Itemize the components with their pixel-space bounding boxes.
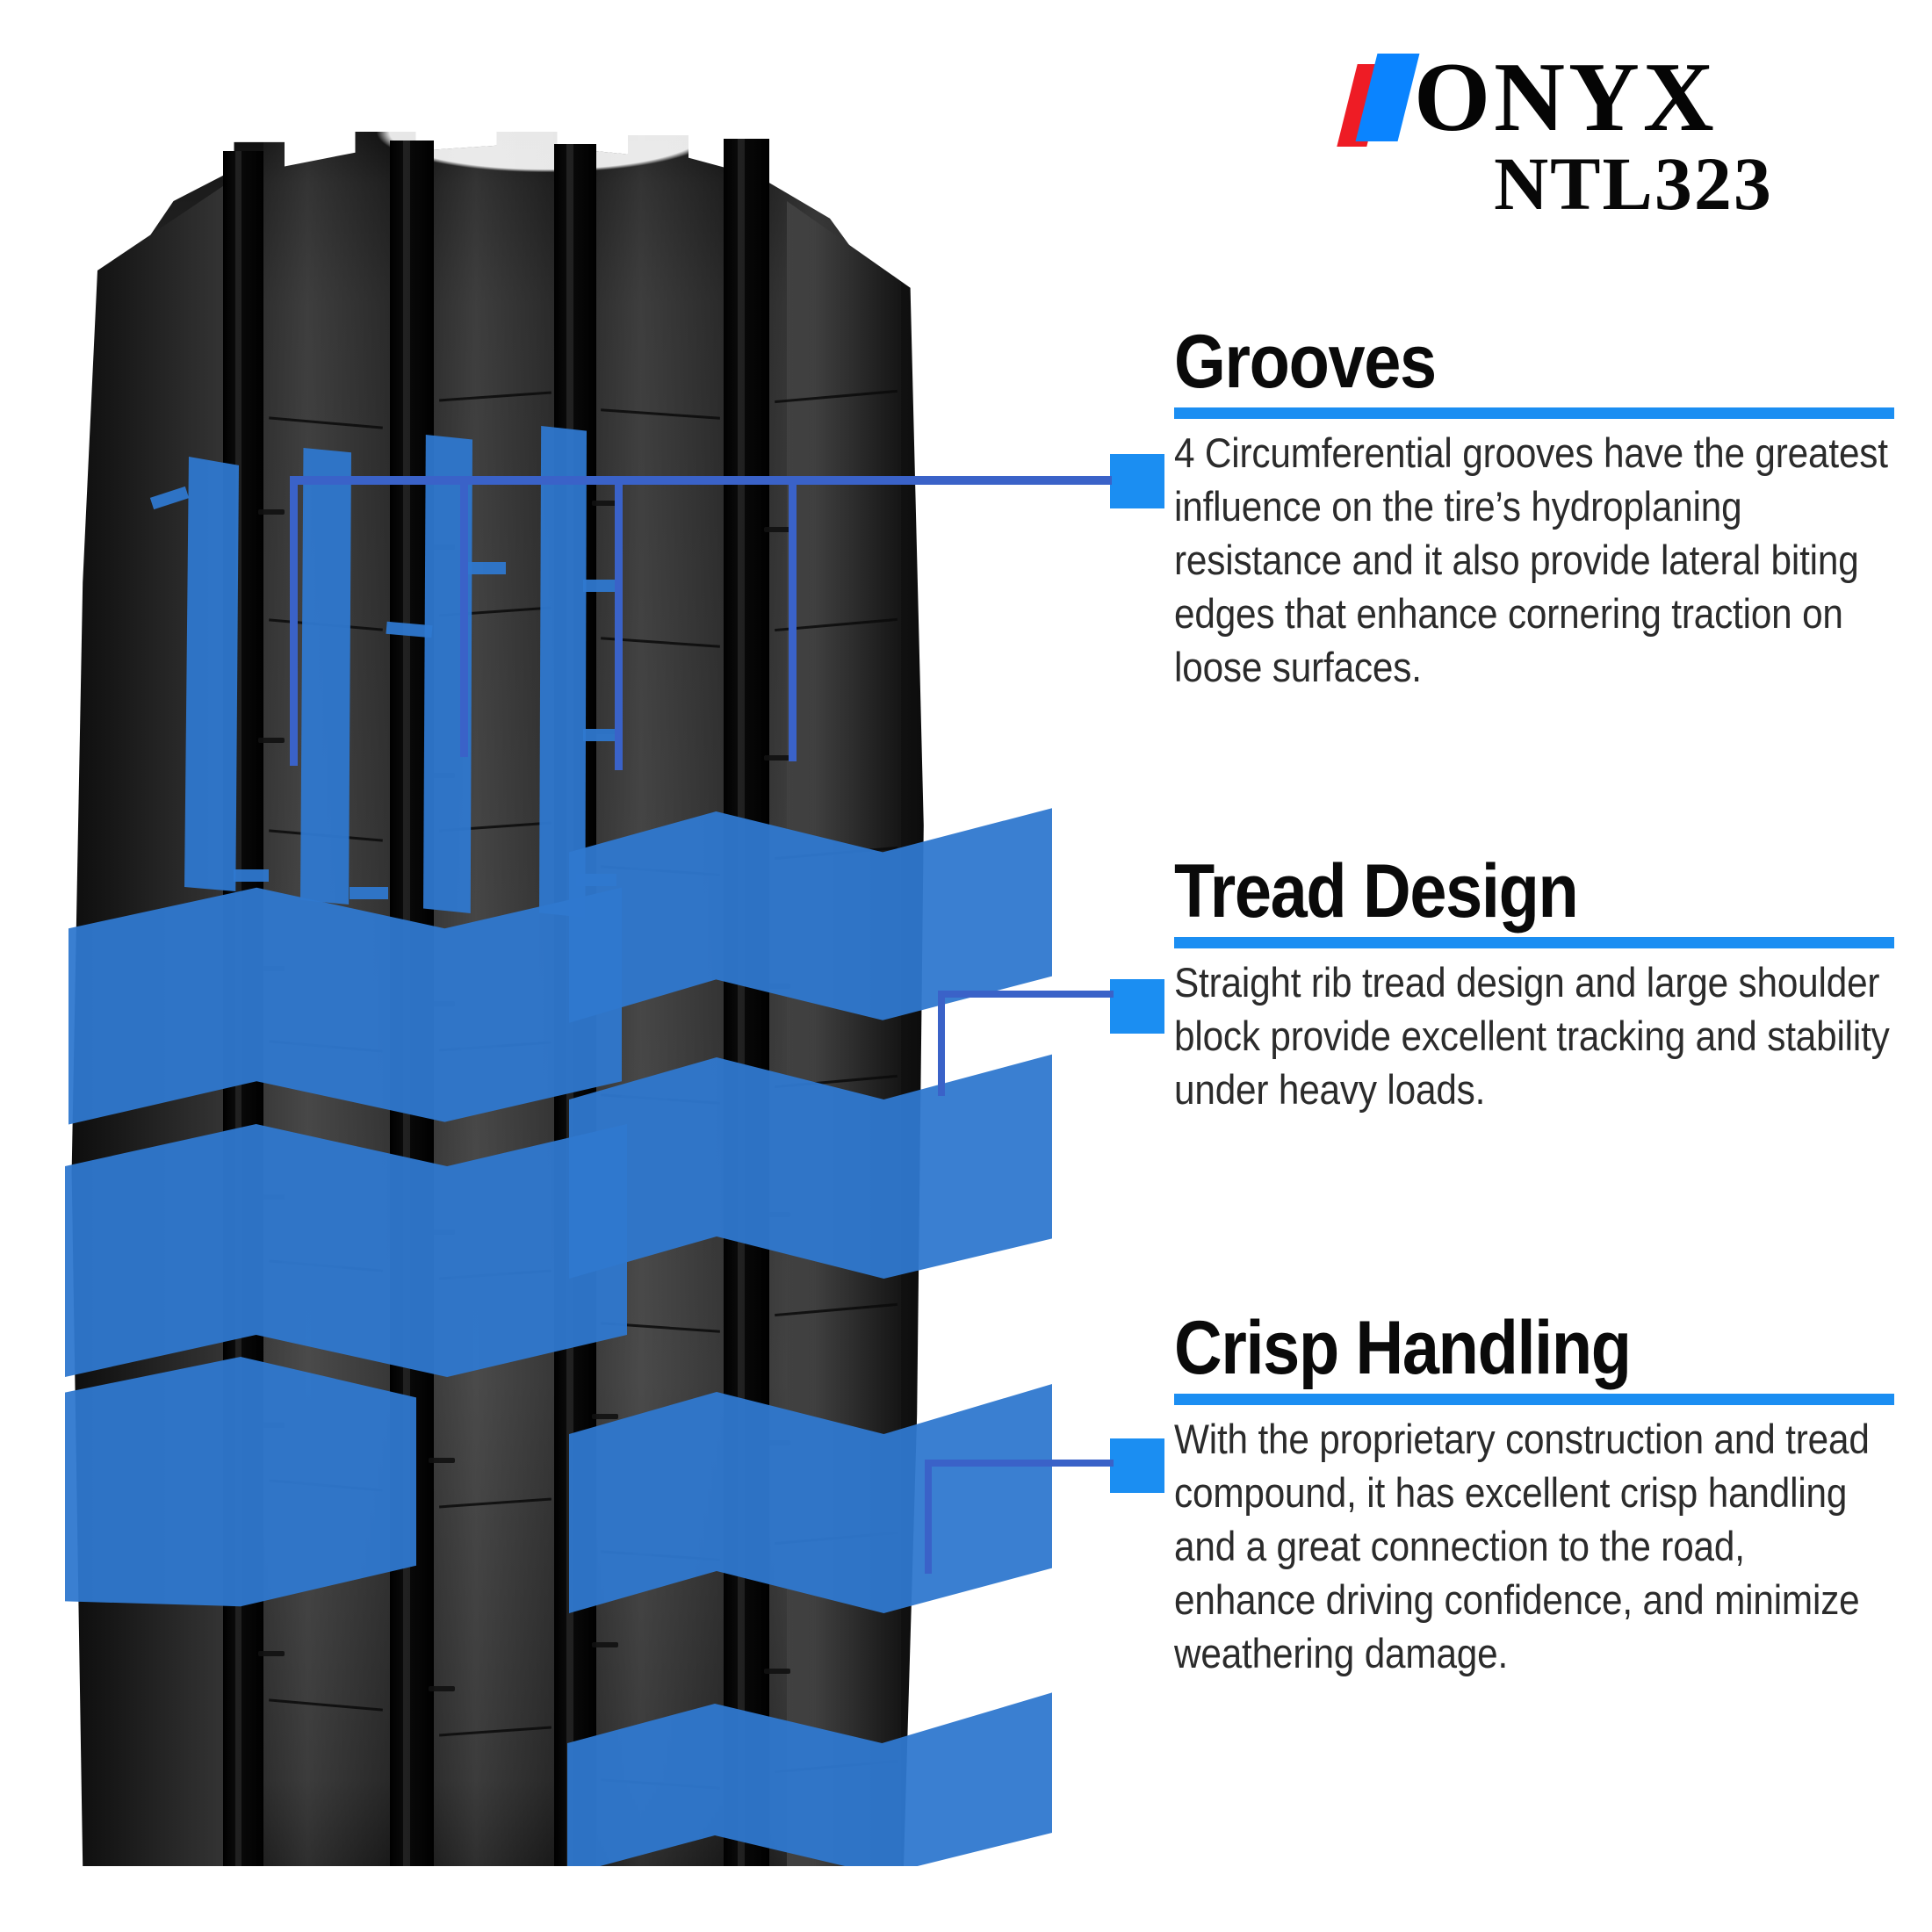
feature-body-grooves: 4 Circumferential grooves have the great… [1174, 429, 1888, 691]
heading-rule-tread-design [1174, 936, 1894, 948]
tire-edge-tick [429, 1686, 455, 1691]
brand-logo-row: ONYX [1337, 43, 1923, 152]
shoulder-band-upper-right [569, 806, 1052, 1023]
shoulder-band-lower-left [65, 1357, 416, 1607]
groove-highlight-nub [583, 729, 622, 741]
feature-heading-grooves: Grooves [1174, 320, 1437, 404]
onyx-slash-icon [1337, 48, 1420, 147]
callout-marker-tread-design[interactable] [1110, 979, 1164, 1034]
brand-name: ONYX [1414, 43, 1718, 152]
shoulder-band-lower-right [569, 1381, 1052, 1613]
feature-heading-tread-design: Tread Design [1174, 849, 1579, 934]
connector-crisp-vertical [925, 1460, 932, 1574]
feature-body-crisp-handling: With the proprietary construction and tr… [1174, 1415, 1870, 1677]
connector-grooves-horizontal [290, 476, 1112, 485]
tire-edge-tick [429, 1458, 455, 1463]
groove-highlight-1 [184, 457, 239, 891]
tire-edge-tick [258, 1651, 285, 1656]
connector-grooves-drop-2 [460, 476, 468, 757]
groove-highlight-nub [467, 562, 506, 574]
tire-edge-tick [592, 1414, 618, 1419]
shoulder-band-mid-right [569, 1052, 1052, 1279]
groove-highlight-4 [539, 426, 587, 918]
feature-panel-grooves: Grooves 4 Circumferential grooves have t… [1174, 320, 1894, 694]
tire-product-image [42, 132, 1052, 1866]
feature-panel-tread-design: Tread Design Straight rib tread design a… [1174, 849, 1894, 1116]
groove-highlight-nub [583, 580, 622, 592]
shoulder-band-upper-left [68, 887, 622, 1125]
feature-panel-crisp-handling: Crisp Handling With the proprietary cons… [1174, 1306, 1894, 1680]
feature-body-tread-design: Straight rib tread design and large shou… [1174, 958, 1890, 1113]
brand-logo-block: ONYX NTL323 [1337, 43, 1923, 226]
connector-grooves-drop-3 [615, 476, 623, 770]
heading-rule-grooves [1174, 407, 1894, 419]
groove-highlight-nub [234, 869, 269, 882]
groove-highlight-nub [350, 887, 388, 899]
connector-tread-horizontal [938, 991, 1114, 998]
callout-marker-crisp-handling[interactable] [1110, 1438, 1164, 1493]
groove-highlight-2 [300, 448, 351, 905]
tire-edge-tick [764, 1669, 790, 1674]
tire-edge-tick [764, 755, 790, 761]
tire-groove-4 [724, 139, 769, 1866]
connector-grooves-drop-1 [290, 476, 298, 766]
tire-edge-tick [592, 501, 618, 506]
connector-crisp-horizontal [925, 1460, 1114, 1467]
tire-edge-tick [258, 509, 285, 515]
heading-rule-crisp-handling [1174, 1393, 1894, 1405]
tire-edge-tick [258, 738, 285, 743]
product-model: NTL323 [1494, 141, 1773, 226]
connector-tread-vertical [938, 991, 945, 1096]
tire-edge-tick [592, 1642, 618, 1647]
callout-marker-grooves[interactable] [1110, 454, 1164, 508]
feature-heading-crisp-handling: Crisp Handling [1174, 1306, 1632, 1390]
shoulder-band-mid-left [65, 1124, 627, 1377]
connector-grooves-drop-4 [789, 476, 797, 761]
tire-edge-tick [764, 527, 790, 532]
